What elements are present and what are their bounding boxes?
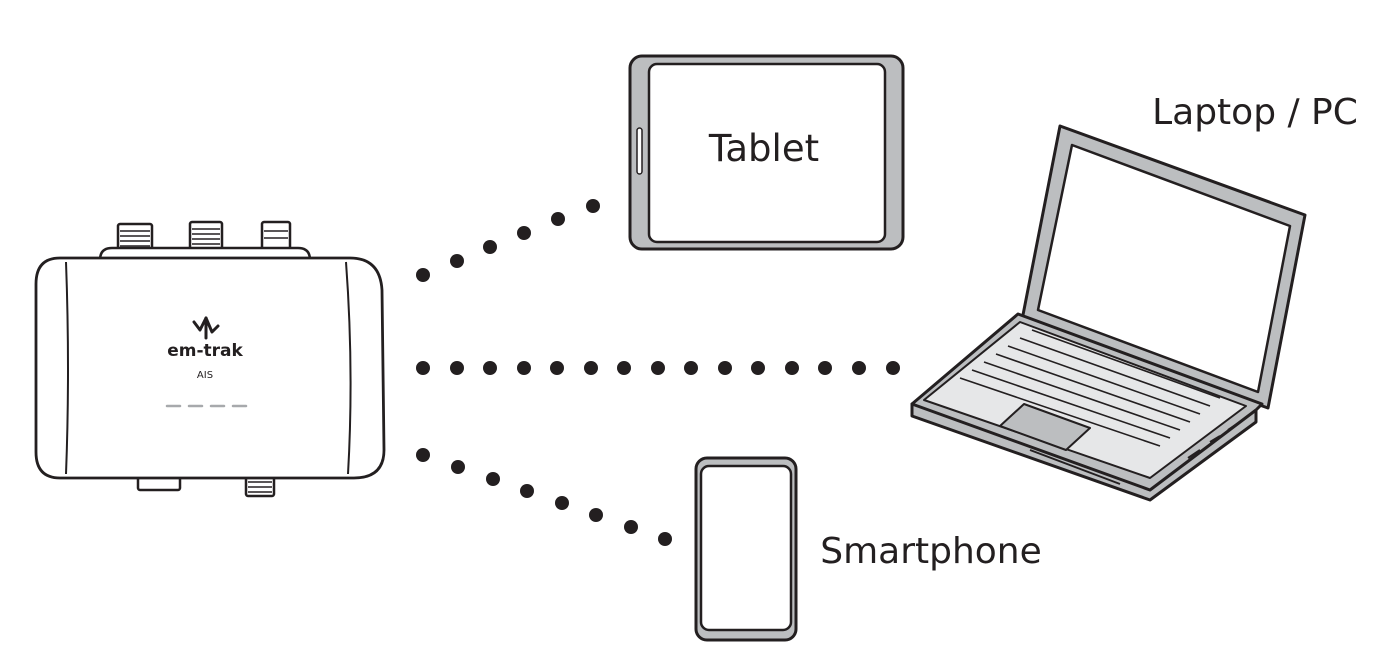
smartphone-label: Smartphone xyxy=(820,531,1042,572)
smartphone-screen xyxy=(699,464,793,632)
tablet-label: Tablet xyxy=(708,127,819,170)
tablet-device: Tablet xyxy=(628,54,905,251)
laptop-device: Laptop / PC xyxy=(910,92,1358,502)
laptop-ports xyxy=(1029,421,1241,485)
laptop-keyboard-deck xyxy=(923,321,1247,479)
connection-to-smartphone xyxy=(416,448,672,546)
device-right-panel-edge xyxy=(345,261,352,475)
tablet-home-button xyxy=(636,127,643,175)
laptop-label: Laptop / PC xyxy=(1152,92,1358,133)
em-trak-logo-icon xyxy=(192,316,220,340)
device-left-panel-edge xyxy=(65,261,69,475)
connection-to-tablet xyxy=(416,199,600,282)
tablet-screen xyxy=(647,62,887,244)
laptop-trackpad xyxy=(999,403,1091,451)
connection-to-laptop xyxy=(416,361,900,375)
ais-device: em-trak AIS xyxy=(34,220,386,498)
device-brand: em-trak xyxy=(167,341,243,361)
laptop-keyboard-lines xyxy=(959,329,1221,447)
laptop-screen xyxy=(1036,143,1292,394)
smartphone-device: Smartphone xyxy=(694,456,1042,642)
device-model: AIS xyxy=(197,370,213,381)
device-body xyxy=(34,256,386,480)
